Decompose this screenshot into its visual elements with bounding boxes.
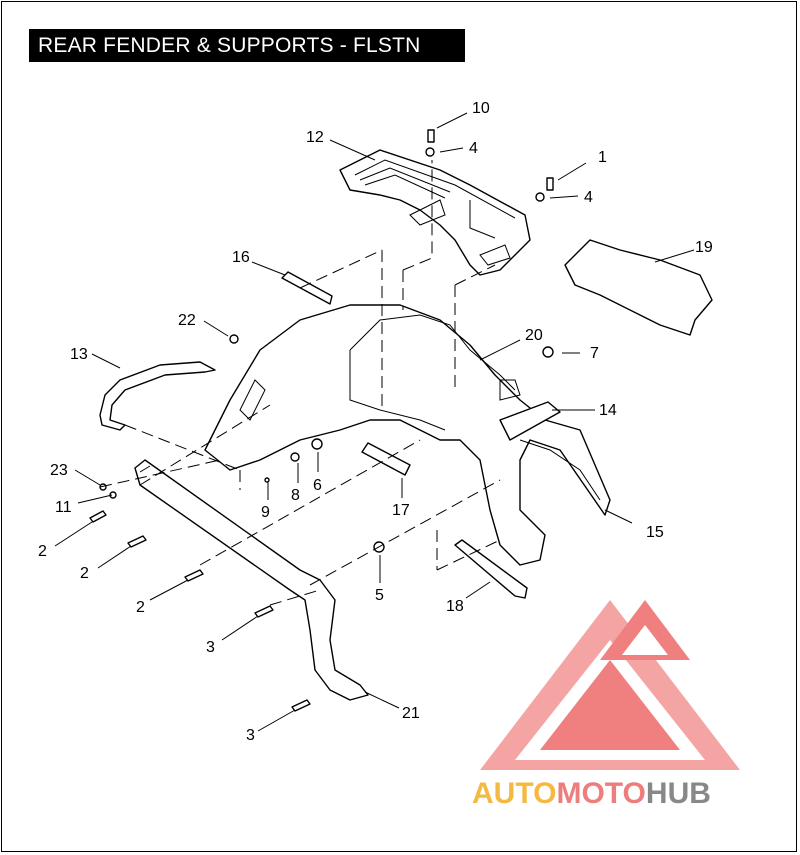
callout-1: 1 <box>598 149 607 166</box>
plate-19 <box>564 239 713 336</box>
callout-16: 16 <box>232 249 250 266</box>
grab-rail <box>99 361 216 431</box>
callout-labels: 1 2 2 2 3 3 4 4 5 6 7 8 9 10 11 12 13 14… <box>38 100 713 744</box>
fender-support <box>134 459 369 701</box>
callout-22: 22 <box>178 312 196 329</box>
luggage-rack <box>339 149 531 276</box>
callout-13: 13 <box>70 346 88 363</box>
callout-4a: 4 <box>469 140 478 157</box>
rear-fender <box>204 304 611 566</box>
callout-7: 7 <box>590 345 599 362</box>
bracket-14 <box>499 401 561 441</box>
callout-17: 17 <box>392 502 410 519</box>
watermark-hub: HUB <box>646 777 711 810</box>
callout-2a: 2 <box>38 543 47 560</box>
callout-2b: 2 <box>80 565 89 582</box>
callout-14: 14 <box>599 402 617 419</box>
callout-3b: 3 <box>246 727 255 744</box>
callout-12: 12 <box>306 129 324 146</box>
callout-6: 6 <box>313 477 322 494</box>
callout-2c: 2 <box>136 599 145 616</box>
callout-15: 15 <box>646 524 664 541</box>
bracket-16 <box>281 271 333 305</box>
leader-lines <box>54 112 695 732</box>
strap-18 <box>454 539 528 599</box>
watermark-text: AUTOMOTOHUB <box>472 777 711 810</box>
callout-18: 18 <box>446 598 464 615</box>
callout-23: 23 <box>50 462 68 479</box>
callout-21: 21 <box>402 705 420 722</box>
callout-19: 19 <box>695 239 713 256</box>
watermark-moto: MOTO <box>556 777 645 810</box>
callout-8: 8 <box>291 487 300 504</box>
callout-5: 5 <box>375 587 384 604</box>
alignment-lines <box>99 160 501 606</box>
hardware <box>89 129 554 712</box>
watermark-auto: AUTO <box>472 777 556 810</box>
callout-4b: 4 <box>584 189 593 206</box>
diagram-title: REAR FENDER & SUPPORTS - FLSTN <box>29 29 465 62</box>
callout-9: 9 <box>261 504 270 521</box>
callout-20: 20 <box>525 327 543 344</box>
callout-10: 10 <box>472 100 490 117</box>
watermark-logo-icon <box>480 600 740 770</box>
callout-11: 11 <box>55 499 72 516</box>
callout-3a: 3 <box>206 639 215 656</box>
